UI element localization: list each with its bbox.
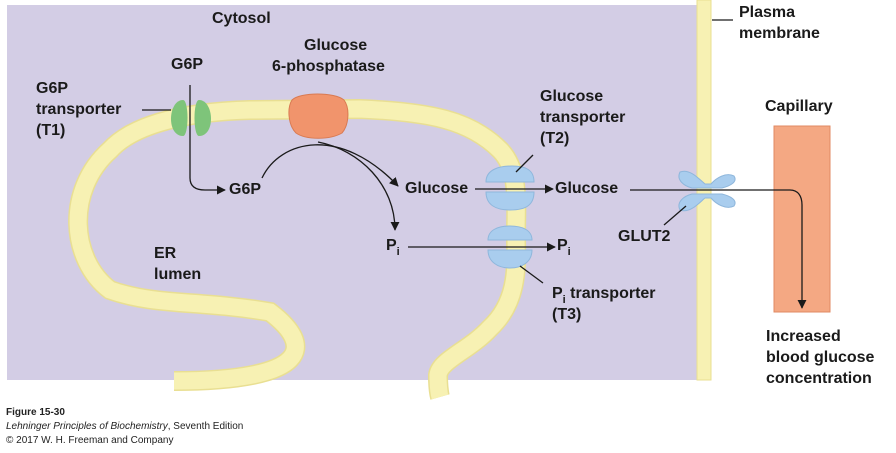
label-glucose-transporter-1: Glucose	[540, 88, 604, 105]
label-plasma-membrane-2: membrane	[739, 25, 820, 42]
label-glucose-transporter-3: (T2)	[540, 130, 570, 147]
label-plasma-membrane-1: Plasma	[739, 4, 796, 21]
pi-transporter-icon	[487, 225, 533, 269]
er-membrane-inner	[69, 100, 525, 400]
label-er-lumen-2: lumen	[154, 266, 202, 283]
glut2-icon	[678, 170, 736, 212]
label-increased-3: concentration	[766, 370, 872, 387]
label-pi-lumen: Pi	[386, 237, 400, 258]
label-increased-2: blood glucose	[766, 349, 875, 366]
cytosol-region	[7, 5, 707, 380]
label-glut2: GLUT2	[618, 228, 671, 245]
leader-glut2	[663, 205, 687, 226]
caption-figure-number: Figure 15-30	[6, 407, 65, 418]
label-pi-cytosol: Pi	[557, 237, 571, 258]
label-g6p-transporter-2: transporter	[36, 101, 122, 118]
arrow-g6p-into-er	[189, 85, 226, 195]
arrow-glucose-to-blood	[630, 189, 807, 309]
label-er-lumen-1: ER	[154, 245, 177, 262]
arrow-g6pase-to-glucose	[261, 144, 399, 187]
label-cytosol: Cytosol	[212, 10, 271, 27]
label-capillary: Capillary	[765, 98, 833, 115]
label-pi-transporter-t3: (T3)	[552, 306, 582, 323]
caption-copyright: © 2017 W. H. Freeman and Company	[6, 435, 174, 446]
label-glucose-transporter-2: transporter	[540, 109, 626, 126]
label-glucose-6-phosphatase-2: 6-phosphatase	[272, 58, 385, 75]
g6p-transporter-icon	[170, 100, 212, 136]
leader-t3	[519, 265, 544, 284]
label-g6p-lumen: G6P	[229, 181, 262, 198]
label-g6p-transporter-3: (T1)	[36, 122, 66, 139]
glucose-transporter-icon	[485, 165, 535, 211]
glucose-6-phosphatase-icon	[288, 93, 349, 139]
leader-t2	[515, 154, 534, 173]
arrow-g6pase-to-pi	[317, 141, 400, 231]
label-pi-transporter: Pi transporter	[552, 285, 656, 306]
label-g6p-transporter-1: G6P	[36, 80, 69, 97]
label-g6p-top: G6P	[171, 56, 204, 73]
label-increased-1: Increased	[766, 328, 841, 345]
label-glucose-lumen: Glucose	[405, 180, 469, 197]
caption-book: Lehninger Principles of Biochemistry, Se…	[6, 421, 244, 432]
label-glucose-6-phosphatase-1: Glucose	[304, 37, 368, 54]
label-glucose-cytosol: Glucose	[555, 180, 619, 197]
